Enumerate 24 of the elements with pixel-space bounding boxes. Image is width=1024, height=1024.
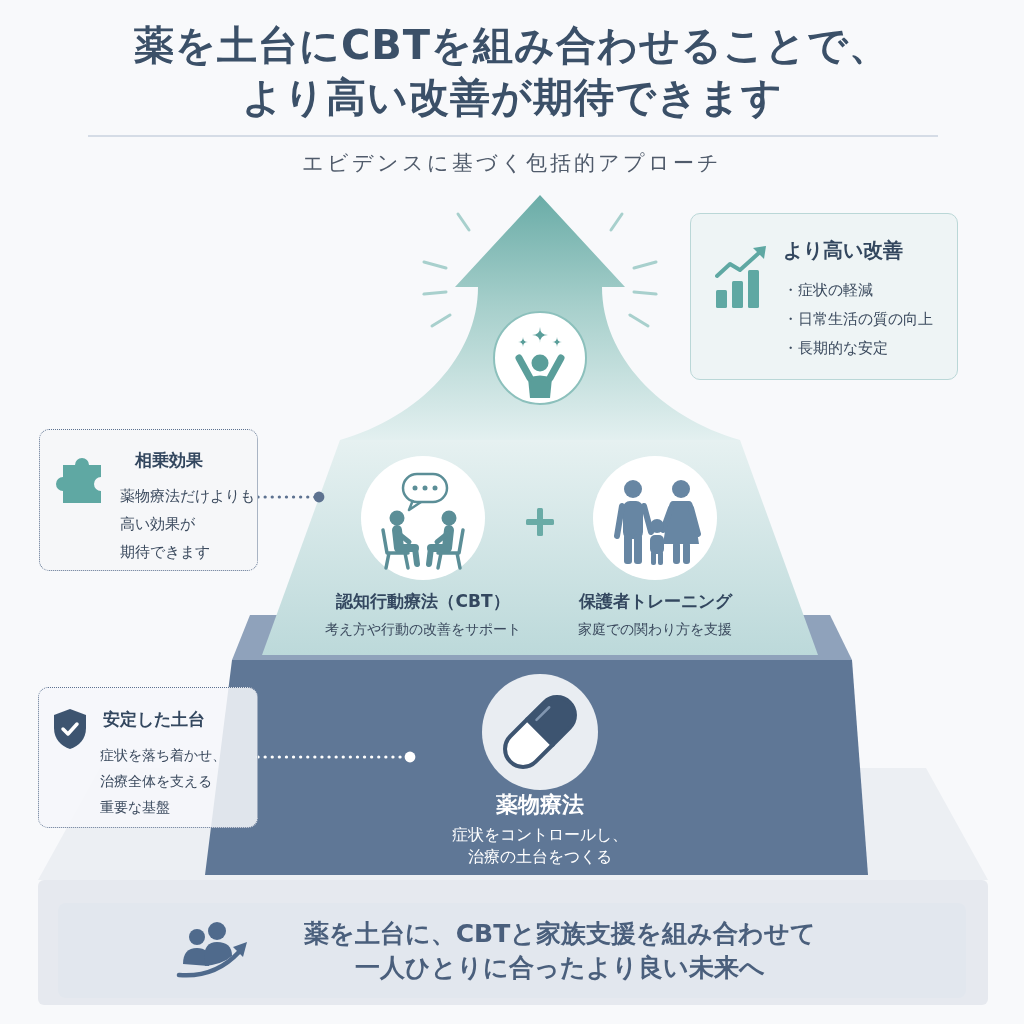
leader-line (256, 751, 416, 763)
card-title: 安定した土台 (103, 708, 205, 731)
card-title: より高い改善 (783, 237, 903, 264)
item-description: 家庭での関わり方を支援 (578, 620, 732, 639)
item-title: 認知行動療法（CBT） (336, 590, 510, 613)
tier-description: 症状をコントロールし、治療の土台をつくる (451, 824, 629, 868)
note-card (38, 687, 258, 828)
item-title: 保護者トレーニング (578, 590, 732, 613)
page-title: 薬を土台にCBTを組み合わせることで、より高い改善が期待できます (132, 21, 892, 122)
card-text: 症状を落ち着かせ、治療全体を支える重要な基盤 (100, 746, 227, 817)
pyramid-tier (262, 440, 818, 655)
card-text: 薬物療法だけよりも高い効果が期待できます (120, 487, 256, 562)
summary-banner (58, 903, 966, 998)
note-card (39, 429, 258, 571)
list-item: ・日常生活の質の向上 (783, 309, 933, 330)
leader-line (256, 491, 325, 503)
item-description: 考え方や行動の改善をサポート (325, 620, 521, 639)
summary-text: 薬を土台に、CBTと家族支援を組み合わせて一人ひとりに合ったより良い未来へ (302, 918, 818, 984)
card-title: 相乗効果 (135, 449, 203, 472)
info-card (690, 213, 958, 380)
tier-title: 薬物療法 (496, 791, 584, 819)
list-item: ・長期的な安定 (783, 338, 888, 359)
subtitle: エビデンスに基づく包括的アプローチ (302, 150, 722, 177)
list-item: ・症状の軽減 (783, 280, 873, 301)
